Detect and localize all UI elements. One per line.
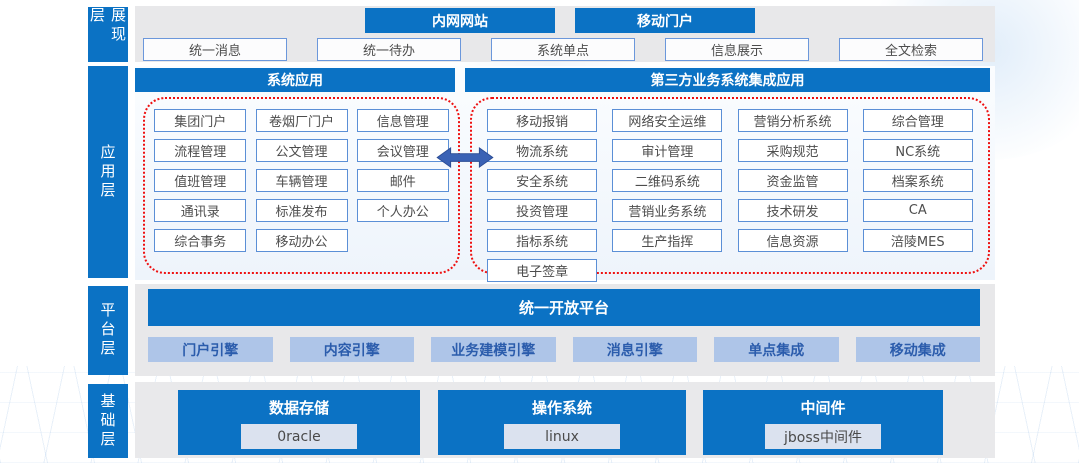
system-apps-group: 集团门户卷烟厂门户信息管理流程管理公文管理会议管理值班管理车辆管理邮件通讯录标准… [143, 97, 460, 274]
presentation-service-box: 系统单点 [491, 38, 635, 61]
app-box: 生产指挥 [612, 229, 723, 252]
third-party-apps-group: 移动报销网络安全运维营销分析系统综合管理物流系统审计管理采购规范 NC系统安全系统… [470, 97, 990, 282]
app-box: 会议管理 [356, 139, 449, 162]
engine-box: 门户引擎 [148, 337, 273, 362]
data-storage-item: 0racle [241, 424, 357, 449]
app-box: 投资管理 [487, 199, 598, 222]
app-box: 标准发布 [255, 199, 348, 222]
application-layer-area: 系统应用 第三方业务系统集成应用 集团门户卷烟厂门户信息管理流程管理公文管理会议… [135, 66, 995, 282]
app-box: 指标系统 [487, 229, 598, 252]
intranet-portal-block: 内网网站 [365, 8, 555, 33]
foundation-layer-band: 数据存储 0racle 操作系统 linux 中间件 jboss中间件 [135, 382, 995, 458]
app-box: 采购规范 [737, 139, 848, 162]
app-box: 移动报销 [487, 109, 598, 132]
app-box: 流程管理 [154, 139, 247, 162]
engine-row: 门户引擎内容引擎业务建模引擎消息引擎单点集成移动集成 [148, 337, 980, 362]
operating-system-title: 操作系统 [531, 399, 592, 417]
app-box: 二维码系统 [612, 169, 723, 192]
app-box: 技术研发 [737, 199, 848, 222]
app-box: NC系统 [862, 139, 973, 162]
middleware-item: jboss中间件 [765, 424, 881, 449]
app-box: 综合事务 [154, 229, 247, 252]
app-box: CA [862, 199, 973, 222]
third-party-apps-header: 第三方业务系统集成应用 [465, 68, 990, 92]
platform-layer-band: 统一开放平台 门户引擎内容引擎业务建模引擎消息引擎单点集成移动集成 [135, 284, 995, 376]
presentation-service-row: 统一消息 统一待办 系统单点 信息展示 全文检索 [143, 38, 983, 61]
presentation-service-box: 统一待办 [317, 38, 461, 61]
app-box: 个人办公 [356, 199, 449, 222]
engine-box: 消息引擎 [572, 337, 697, 362]
presentation-service-box: 全文检索 [839, 38, 983, 61]
app-box: 涪陵MES [862, 229, 973, 252]
app-box: 卷烟厂门户 [255, 109, 348, 132]
app-box: 邮件 [356, 169, 449, 192]
app-box: 网络安全运维 [612, 109, 723, 132]
operating-system-block: 操作系统 linux [438, 390, 686, 455]
layer-label-foundation: 基础层 [88, 384, 128, 458]
bidirectional-arrow-icon [436, 146, 494, 169]
app-box: 电子签章 [487, 259, 598, 282]
app-box: 安全系统 [487, 169, 598, 192]
engine-box: 单点集成 [714, 337, 839, 362]
app-box: 集团门户 [154, 109, 247, 132]
app-box: 资金监管 [737, 169, 848, 192]
presentation-service-box: 统一消息 [143, 38, 287, 61]
app-box: 档案系统 [862, 169, 973, 192]
app-box: 信息管理 [356, 109, 449, 132]
app-box: 审计管理 [612, 139, 723, 162]
app-box: 信息资源 [737, 229, 848, 252]
app-box: 通讯录 [154, 199, 247, 222]
presentation-service-box: 信息展示 [665, 38, 809, 61]
app-box: 公文管理 [255, 139, 348, 162]
engine-box: 内容引擎 [289, 337, 414, 362]
engine-box: 移动集成 [855, 337, 980, 362]
app-box: 营销分析系统 [737, 109, 848, 132]
engine-box: 业务建模引擎 [431, 337, 556, 362]
layer-label-application: 应用层 [88, 66, 128, 278]
app-box: 综合管理 [862, 109, 973, 132]
mobile-portal-block: 移动门户 [575, 8, 755, 33]
app-box: 车辆管理 [255, 169, 348, 192]
data-storage-block: 数据存储 0racle [178, 390, 420, 455]
app-box: 物流系统 [487, 139, 598, 162]
app-box: 营销业务系统 [612, 199, 723, 222]
middleware-title: 中间件 [800, 399, 846, 417]
layer-label-presentation: 展现层 [88, 7, 128, 62]
data-storage-title: 数据存储 [268, 399, 329, 417]
app-box: 值班管理 [154, 169, 247, 192]
layer-label-platform: 平台层 [88, 286, 128, 375]
system-apps-header: 系统应用 [135, 68, 455, 92]
middleware-block: 中间件 jboss中间件 [703, 390, 943, 455]
presentation-layer-band: 内网网站 移动门户 统一消息 统一待办 系统单点 信息展示 全文检索 [135, 6, 995, 62]
app-box: 移动办公 [255, 229, 348, 252]
open-platform-bar: 统一开放平台 [148, 289, 980, 326]
operating-system-item: linux [504, 424, 620, 449]
